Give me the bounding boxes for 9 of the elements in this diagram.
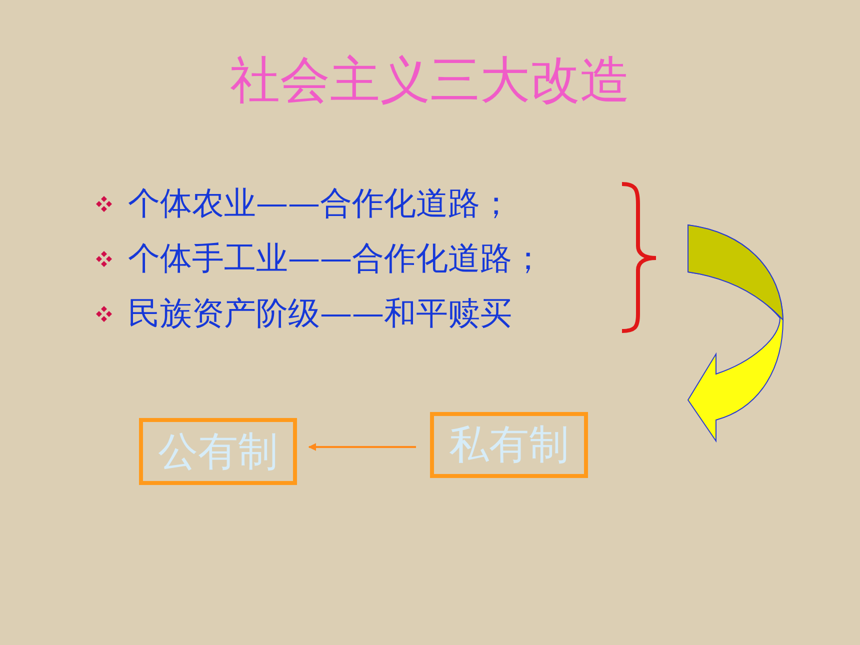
bullet-text: 个体农业——合作化道路； <box>128 183 512 223</box>
text-box <box>139 418 297 485</box>
arrow <box>308 443 416 451</box>
bullet-text: 个体手工业——合作化道路； <box>128 238 544 278</box>
box-label: 公有制 <box>158 428 278 474</box>
bullet-text: 民族资产阶级——和平赎买 <box>128 293 512 333</box>
text-box <box>430 412 588 478</box>
box-label: 私有制 <box>449 422 569 468</box>
title: 社会主义三大改造 <box>229 50 631 110</box>
